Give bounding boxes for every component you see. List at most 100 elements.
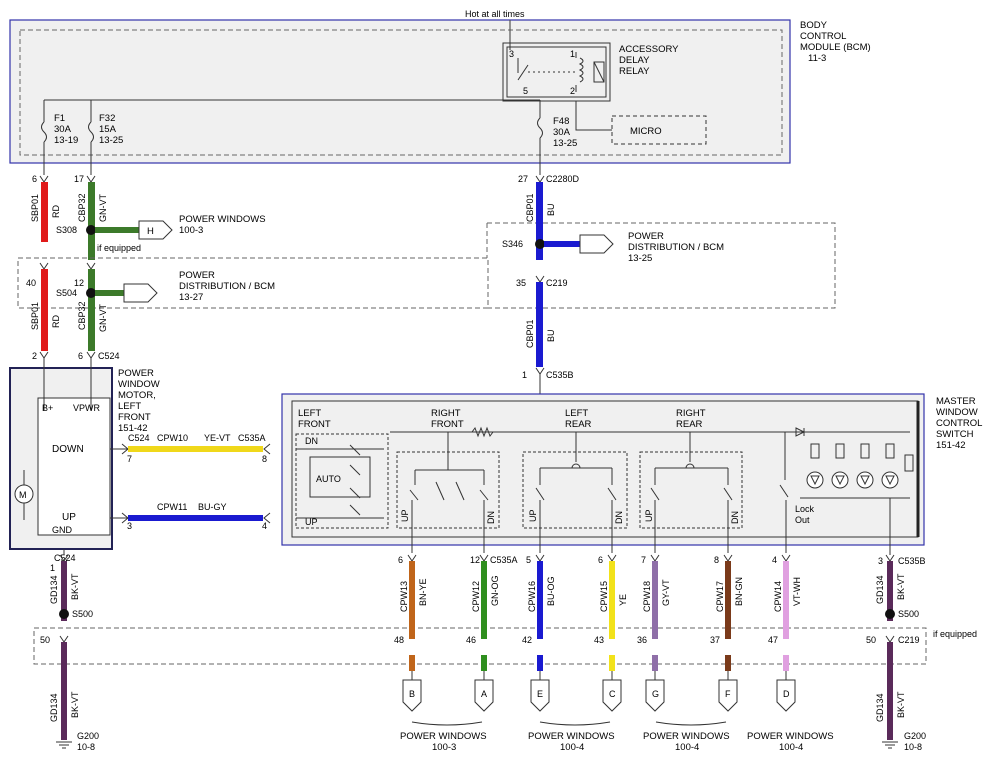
lower-wire-segment (652, 561, 658, 639)
svg-text:POWER: POWER (179, 270, 215, 281)
bottom-refs: POWER WINDOWS 100-3 POWER WINDOWS 100-4 … (400, 721, 834, 753)
lower-wire-pin-bottom: 42 (522, 635, 532, 645)
svg-text:CONTROL: CONTROL (800, 31, 846, 42)
wire-cbp32-lower (88, 269, 95, 351)
relay-micro-line (575, 101, 612, 131)
svg-text:30A: 30A (553, 127, 571, 138)
pd-flag-2 (579, 234, 614, 254)
connector-c524-ground: C524 (54, 553, 76, 563)
wire-gd134-left-upper (61, 561, 67, 621)
svg-text:100-4: 100-4 (560, 742, 584, 753)
lower-wire-pin-bottom: 48 (394, 635, 404, 645)
pin-7: 7 (127, 454, 132, 464)
svg-text:FRONT: FRONT (118, 412, 151, 423)
svg-text:100-4: 100-4 (675, 742, 699, 753)
pin-35: 35 (516, 278, 526, 288)
svg-text:UP: UP (528, 509, 538, 522)
svg-text:DN: DN (614, 511, 624, 524)
lower-wire-pin-bottom: 46 (466, 635, 476, 645)
lower-wire-arrow (479, 554, 489, 562)
svg-text:MODULE (BCM): MODULE (BCM) (800, 42, 871, 53)
lower-wire-segment (783, 561, 789, 639)
svg-text:CBP01: CBP01 (525, 319, 535, 348)
connector-c535b-right: C535B (898, 556, 926, 566)
svg-text:MASTER: MASTER (936, 396, 976, 407)
svg-text:ACCESSORY: ACCESSORY (619, 44, 679, 55)
pin-12: 12 (74, 278, 84, 288)
svg-text:YE-VT: YE-VT (204, 433, 231, 443)
bottom-ref-3: POWER WINDOWS (643, 731, 730, 742)
c219-dashed-box (33, 627, 927, 665)
motor-m-letter: M (19, 490, 27, 500)
if-equipped-label-2: if equipped (933, 629, 977, 639)
svg-text:C524: C524 (128, 433, 150, 443)
left-front-switch (295, 433, 389, 529)
lower-wire-pin-top: 5 (526, 555, 531, 565)
wire-gd134-right-lower (887, 642, 893, 740)
lower-wire-pin-bottom: 36 (637, 635, 647, 645)
pin-4: 4 (262, 521, 267, 531)
lower-wire-pin-top: 12 (470, 555, 480, 565)
svg-text:13-25: 13-25 (99, 135, 123, 146)
lower-wire-circuit: CPW18 (642, 581, 652, 612)
micro-box (611, 115, 707, 145)
svg-text:GD134: GD134 (49, 575, 59, 604)
svg-text:GN-VT: GN-VT (98, 304, 108, 333)
motor-label: POWER WINDOW MOTOR, LEFT FRONT 151-42 (118, 368, 160, 434)
lower-wire-circuit: CPW12 (471, 581, 481, 612)
pin-1-ground: 1 (50, 563, 55, 573)
svg-text:C535A: C535A (238, 433, 266, 443)
lower-wire-arrow (650, 554, 660, 562)
connector-h-flag (138, 220, 173, 240)
bottom-ref-2: POWER WINDOWS (528, 731, 615, 742)
svg-text:CPW10: CPW10 (157, 433, 188, 443)
pin-6b: 6 (78, 351, 83, 361)
lockout-label: Lock (795, 504, 815, 514)
connector-h-letter: H (147, 226, 154, 237)
connector-c535b: C535B (546, 370, 574, 380)
s504-node (86, 288, 96, 298)
svg-text:GD134: GD134 (49, 693, 59, 722)
relay-pin-1: 1 (570, 49, 575, 59)
left-rear-switch (522, 451, 628, 529)
right-rear-label: RIGHT (676, 408, 706, 419)
ground-symbol-left (56, 741, 72, 749)
s346-node (535, 239, 545, 249)
relay-pin-5: 5 (523, 86, 528, 96)
lower-wire-stub (783, 655, 789, 671)
svg-text:DISTRIBUTION / BCM: DISTRIBUTION / BCM (628, 242, 724, 253)
motor-vpwr: VPWR (73, 403, 101, 413)
svg-text:UP: UP (400, 509, 410, 522)
svg-text:DISTRIBUTION / BCM: DISTRIBUTION / BCM (179, 281, 275, 292)
svg-text:BK-VT: BK-VT (70, 573, 80, 600)
power-distribution-ref-1: POWER DISTRIBUTION / BCM 13-27 (179, 270, 275, 303)
relay-resistor (593, 61, 605, 83)
svg-text:DN: DN (730, 511, 740, 524)
lower-wire-pin-top: 7 (641, 555, 646, 565)
splice-s308: S308 (56, 225, 77, 235)
svg-text:DN: DN (305, 436, 318, 446)
wire-sbp01-upper (41, 182, 48, 242)
svg-text:RD: RD (51, 315, 61, 328)
hot-at-all-times-label: Hot at all times (465, 9, 525, 19)
svg-text:POWER WINDOWS: POWER WINDOWS (179, 214, 266, 225)
lower-wire-color: GY-VT (661, 579, 671, 606)
svg-text:REAR: REAR (565, 419, 592, 430)
svg-text:13-25: 13-25 (628, 253, 652, 264)
fuse-f32: F32 15A 13-25 (88, 100, 123, 175)
lower-wire-pin-bottom: 47 (768, 635, 778, 645)
svg-text:13-25: 13-25 (553, 138, 577, 149)
pin-6: 6 (32, 174, 37, 184)
lower-wire-flag (474, 679, 494, 712)
svg-text:BK-VT: BK-VT (896, 573, 906, 600)
bcm-label: BODY CONTROL MODULE (BCM) 11-3 (800, 20, 871, 64)
relay-inner (506, 46, 607, 98)
fuse-f1: F1 30A 13-19 (41, 110, 78, 175)
svg-text:CBP32: CBP32 (77, 301, 87, 330)
svg-text:BK-VT: BK-VT (896, 691, 906, 718)
right-rear-switch (639, 451, 743, 529)
lower-wire-flag (645, 679, 665, 712)
svg-text:BODY: BODY (800, 20, 828, 31)
svg-text:LEFT: LEFT (118, 401, 141, 412)
